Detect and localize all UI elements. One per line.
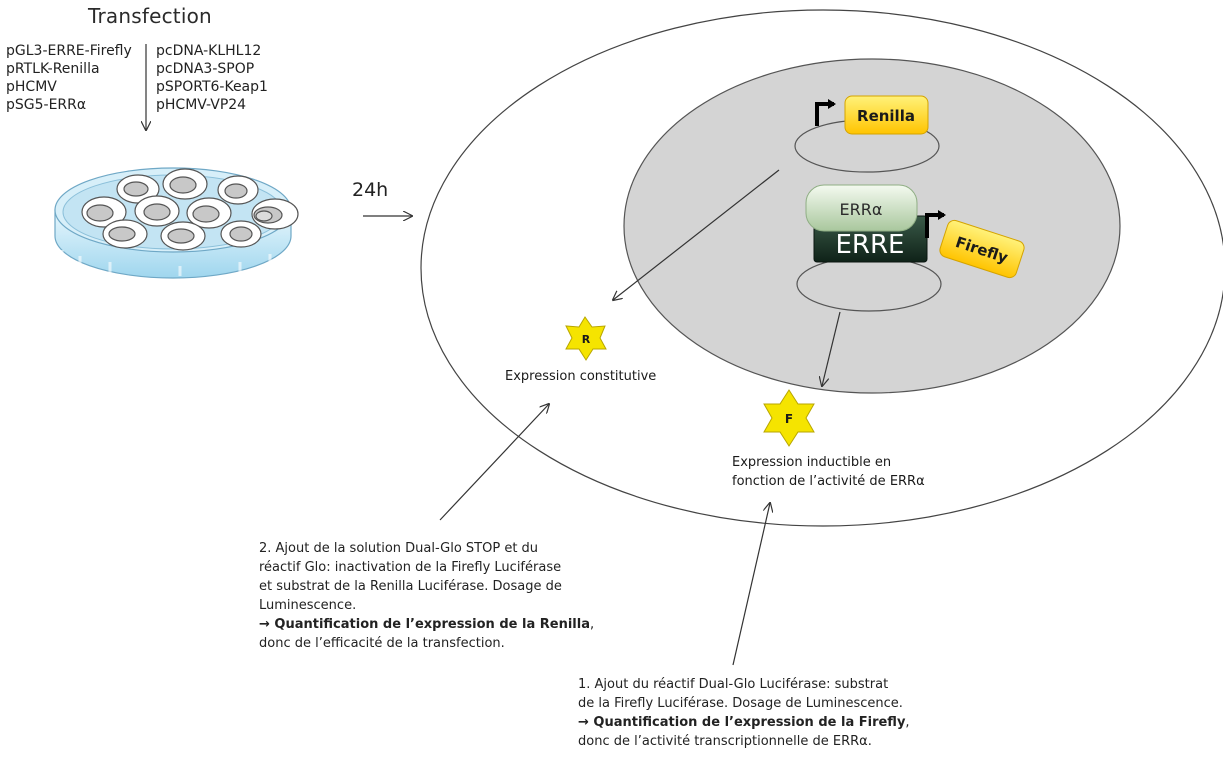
- step1-result-rest: ,: [905, 715, 910, 730]
- step2-line: et substrat de la Renilla Luciférase. Do…: [259, 579, 562, 594]
- plasmid-item: pcDNA-KLHL12: [156, 43, 262, 59]
- firefly-star-icon: F: [763, 389, 815, 447]
- erralpha-protein: ERRα: [805, 184, 918, 232]
- erralpha-label: ERRα: [840, 200, 883, 219]
- transfection-title: Transfection: [88, 4, 212, 28]
- renilla-star-icon: R: [565, 316, 607, 361]
- step1-result-line2: donc de l’activité transcriptionnelle de…: [578, 734, 872, 749]
- plasmid-item: pSG5-ERRα: [6, 97, 87, 113]
- step2-result: → Quantification de l’expression de la R…: [259, 615, 594, 634]
- erre-label: ERRE: [836, 230, 905, 260]
- cultured-cells: [81, 168, 299, 251]
- firefly-promoter-icon: [925, 210, 946, 238]
- firefly-plasmid: [796, 256, 942, 312]
- step1-note: 1. Ajout du réactif Dual-Glo Luciférase:…: [578, 675, 910, 751]
- renilla-expression-arrow: [613, 169, 780, 300]
- step2-result-rest: ,: [589, 617, 595, 632]
- step2-line: 2. Ajout de la solution Dual-Glo STOP et…: [259, 541, 539, 556]
- expression-inducible-line: Expression inductible en: [732, 455, 892, 470]
- incubation-time: 24h: [352, 179, 389, 201]
- renilla-box: Renilla: [844, 95, 929, 135]
- step1-result-bold: → Quantification de l’expression de la F…: [578, 715, 906, 730]
- plasmid-item: pcDNA3-SPOP: [156, 61, 255, 77]
- plasmid-item: pGL3-ERRE-Firefly: [6, 43, 132, 59]
- plasmid-list-left: pGL3-ERRE-Firefly pRTLK-Renilla pHCMV pS…: [6, 42, 132, 114]
- plasmid-list-right: pcDNA-KLHL12 pcDNA3-SPOP pSPORT6-Keap1 p…: [156, 42, 268, 114]
- expression-constitutive-label: Expression constitutive: [505, 369, 657, 384]
- renilla-label: Renilla: [857, 107, 915, 125]
- r-star-label: R: [582, 333, 591, 346]
- plasmid-item: pHCMV-VP24: [156, 97, 247, 113]
- step2-result-line2: donc de l’efficacité de la transfection.: [259, 636, 505, 651]
- firefly-box: Firefly: [939, 219, 1025, 279]
- step1-result: → Quantification de l’expression de la F…: [578, 713, 910, 732]
- step1-line: 1. Ajout du réactif Dual-Glo Luciférase:…: [578, 677, 889, 692]
- plasmid-item: pHCMV: [6, 79, 57, 95]
- renilla-promoter-icon: [815, 99, 836, 126]
- step1-line: de la Firefly Luciférase. Dosage de Lumi…: [578, 696, 903, 711]
- firefly-expression-arrow: [822, 311, 841, 386]
- expression-inducible-label: Expression inductible en fonction de l’a…: [732, 453, 925, 491]
- plasmid-item: pRTLK-Renilla: [6, 61, 100, 77]
- f-star-label: F: [785, 412, 793, 426]
- step2-result-bold: → Quantification de l’expression de la R…: [259, 617, 590, 632]
- plasmid-item: pSPORT6-Keap1: [156, 79, 268, 95]
- step2-arrow: [439, 404, 549, 521]
- step2-line: réactif Glo: inactivation de la Firefly …: [259, 560, 562, 575]
- step2-line: Luminescence.: [259, 598, 357, 613]
- expression-inducible-line: fonction de l’activité de ERRα: [732, 474, 925, 489]
- step1-arrow: [732, 503, 770, 666]
- step2-note: 2. Ajout de la solution Dual-Glo STOP et…: [259, 539, 594, 653]
